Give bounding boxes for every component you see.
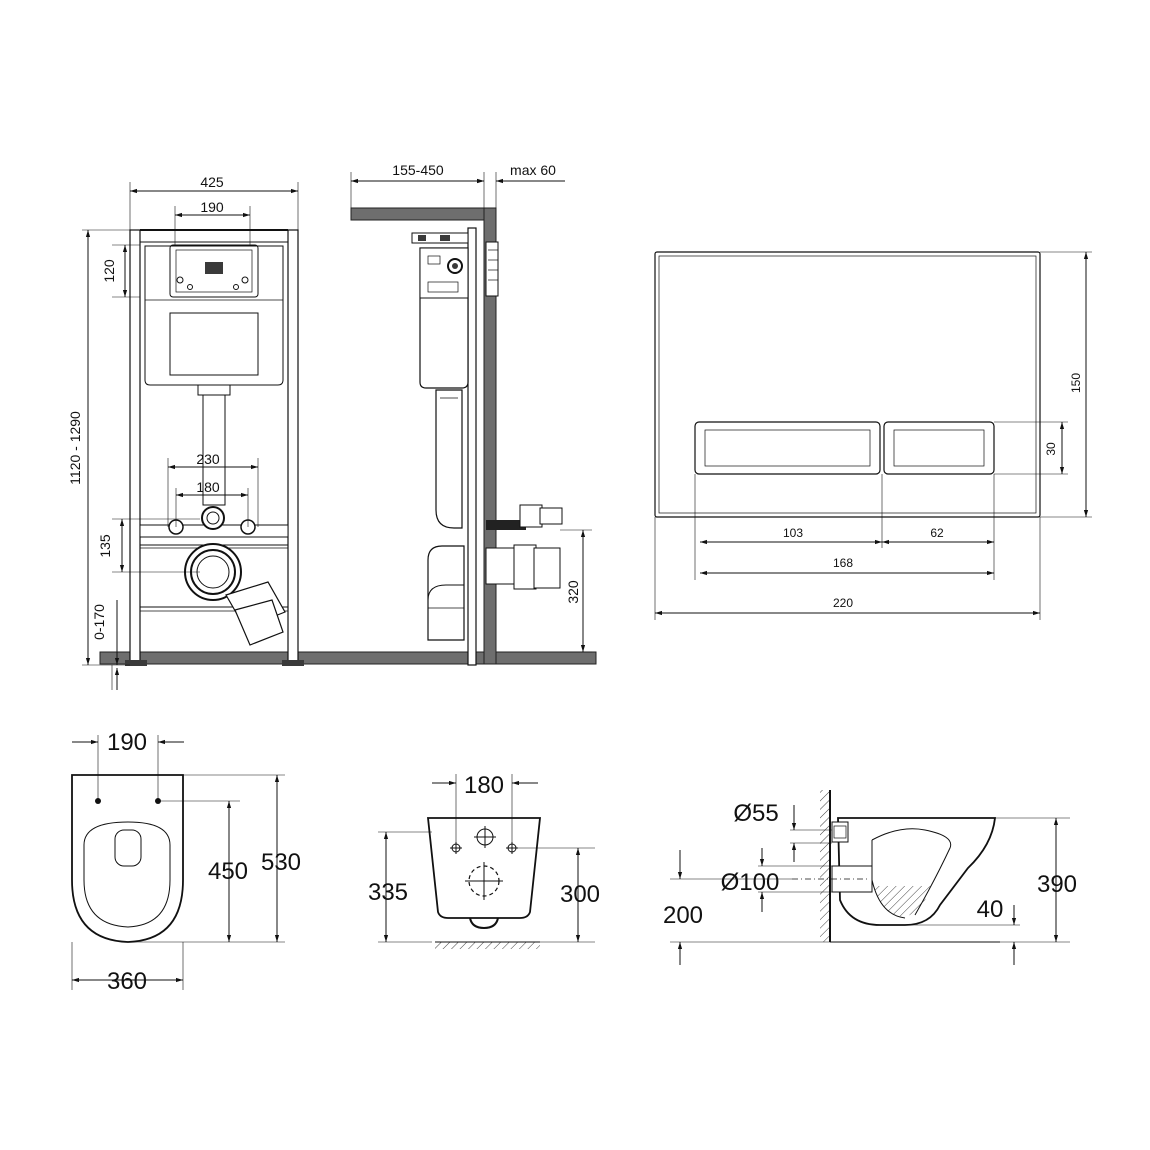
leg-adjust-label: 0-170: [91, 604, 107, 640]
frame-left-upright: [129, 229, 141, 666]
bolt-spacing-inner-label: 180: [196, 479, 220, 495]
back-bolt-spacing-label: 180: [464, 772, 504, 799]
panel-width-label: 190: [200, 199, 224, 215]
buttons-total-width-label: 168: [833, 556, 853, 570]
bowl-side-view: Ø55 Ø100 200 40 390: [663, 790, 1077, 965]
bolt-height-label: 135: [97, 534, 113, 558]
frame-front-view: 425 190 1120 - 1290 120 230 180 135 0-17…: [67, 174, 597, 690]
bottom-clearance-label: 40: [977, 896, 1004, 923]
ceiling-wall-slab: [350, 207, 497, 221]
back-height-left-label: 335: [368, 879, 408, 906]
bowl-top-outline: [71, 774, 184, 943]
flush-button-large: [694, 421, 881, 475]
frame-width-label: 425: [200, 174, 224, 190]
floor-slab: [99, 651, 597, 665]
frame-right-upright: [287, 229, 299, 666]
bowl-back-view: 180 335 300: [368, 772, 600, 949]
bowl-bolt-to-front-label: 450: [208, 858, 248, 885]
button-right-width-label: 62: [930, 526, 944, 540]
button-left-width-label: 103: [783, 526, 803, 540]
flush-plate-outline: [654, 251, 1041, 518]
inlet-ring: [201, 506, 225, 530]
outlet-height-label: 200: [663, 902, 703, 929]
bowl-width-label: 360: [107, 968, 147, 995]
bowl-length-label: 530: [261, 849, 301, 876]
outlet-diameter-label: Ø100: [721, 869, 780, 896]
flush-panel-opening: [169, 244, 259, 298]
inlet-diameter-label: Ø55: [733, 800, 778, 827]
frame-height-label: 1120 - 1290: [67, 411, 83, 485]
flush-button-small: [883, 421, 995, 475]
plate-height-label: 150: [1069, 373, 1083, 393]
back-height-right-label: 300: [560, 881, 600, 908]
cistern: [144, 245, 284, 386]
bowl-total-height-label: 390: [1037, 871, 1077, 898]
wall-depth-label: 155-450: [392, 162, 444, 178]
frame-side-view: 155-450 max 60 320: [350, 162, 592, 666]
flush-plate-view: 150 30 103 62 168 220: [654, 251, 1092, 620]
bowl-bolt-spacing-label: 190: [107, 729, 147, 756]
bowl-side-outline: [837, 817, 997, 926]
bolt-spacing-outer-label: 230: [196, 451, 220, 467]
panel-height-label: 120: [101, 259, 117, 283]
drain-height-label: 320: [565, 580, 581, 604]
plate-width-label: 220: [833, 596, 853, 610]
bowl-top-view: 190 450 530 360: [71, 729, 301, 995]
max-offset-label: max 60: [510, 162, 556, 178]
button-height-label: 30: [1044, 442, 1058, 456]
